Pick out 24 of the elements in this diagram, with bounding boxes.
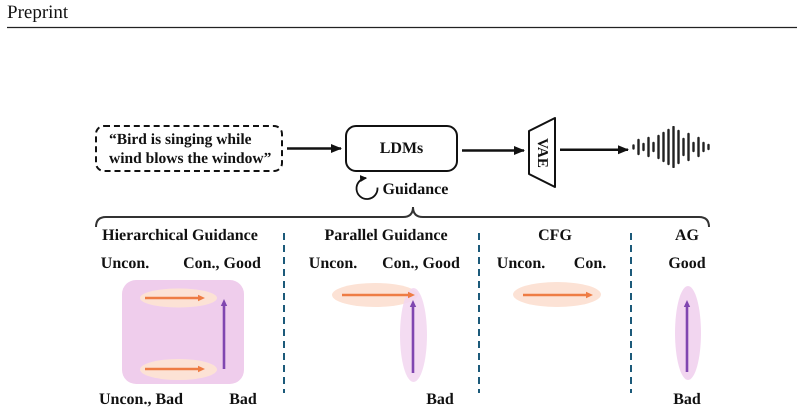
panel-title: Parallel Guidance xyxy=(324,227,448,245)
condition-label: Con. xyxy=(574,255,606,273)
text-prompt-box: “Bird is singing while wind blows the window” xyxy=(95,125,283,172)
page-header: Preprint xyxy=(7,2,68,24)
panel-title: AG xyxy=(675,227,699,245)
decoder-block: VAE xyxy=(528,117,556,188)
waveform-icon xyxy=(632,126,710,168)
panel-title: CFG xyxy=(538,227,572,245)
arrow xyxy=(287,144,342,153)
loop-arrow xyxy=(356,175,378,200)
condition-label: Uncon. xyxy=(308,255,358,273)
condition-label: Con., Good xyxy=(382,255,460,273)
condition-label: Con., Good xyxy=(183,255,261,273)
condition-label: Bad xyxy=(673,391,701,409)
condition-label: Uncon., Bad xyxy=(98,391,184,409)
panel-title: Hierarchical Guidance xyxy=(102,227,258,245)
condition-label: Uncon. xyxy=(100,255,150,273)
condition-label: Bad xyxy=(229,391,257,409)
model-box: LDMs xyxy=(345,125,458,172)
condition-label: Bad xyxy=(426,391,454,409)
condition-label: Uncon. xyxy=(496,255,546,273)
arrow xyxy=(560,145,629,154)
condition-label: Good xyxy=(668,255,706,273)
arrow xyxy=(462,146,525,155)
